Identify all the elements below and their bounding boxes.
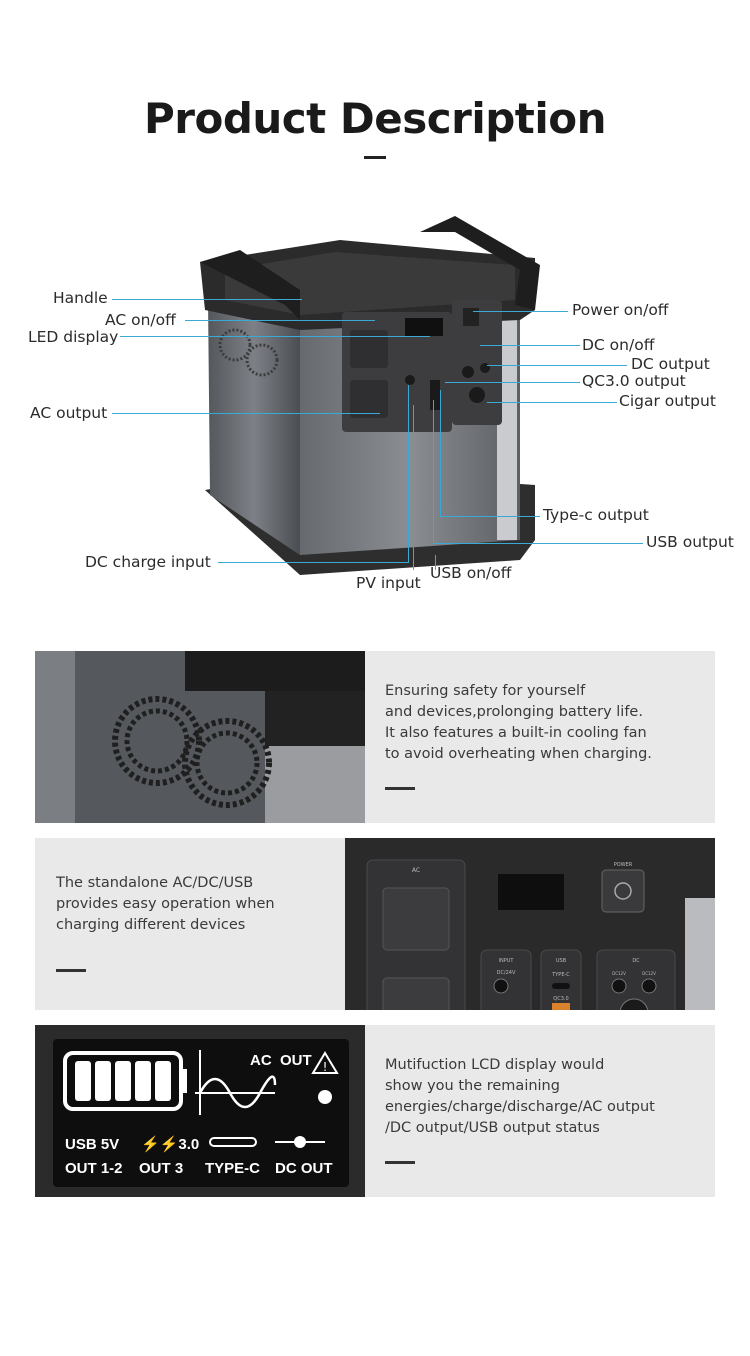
cigar-output-leader [487, 402, 617, 403]
page-title: Product Description [143, 94, 607, 143]
lcd-display-photo: ! AC OUT USB 5V OUT 1-2 ⚡⚡3.0 OUT 3 TYPE… [35, 1025, 365, 1197]
panel-label-ac: AC [412, 867, 420, 874]
feature-text-cooling: Ensuring safety for yourself and devices… [385, 681, 652, 765]
callout-dc-output: DC output [631, 355, 710, 373]
ac-onoff-leader [185, 320, 375, 321]
dc-charge-leader-v [408, 385, 409, 563]
feature-panel-cooling: Ensuring safety for yourself and devices… [35, 651, 715, 823]
panel-label-dc12v-b: DC12V [642, 971, 656, 976]
dc-onoff-leader [480, 345, 580, 346]
callout-dc-onoff: DC on/off [582, 336, 655, 354]
feature-line: Ensuring safety for yourself [385, 683, 586, 699]
callout-usb-output: USB output [646, 533, 734, 551]
pv-input-leader [413, 405, 414, 570]
feature-line: show you the remaining [385, 1078, 560, 1094]
product-diagram: Handle AC on/off LED display AC output P… [0, 200, 750, 600]
feature-line: to avoid overheating when charging. [385, 746, 652, 762]
lcd-dcout: DC OUT [275, 1160, 333, 1177]
feature-line: It also features a built-in cooling fan [385, 725, 647, 741]
usb-output-leader-v [433, 400, 434, 543]
feature-line: provides easy operation when [56, 896, 275, 912]
typec-output-leader-v [440, 390, 441, 516]
feature-dash [385, 1161, 415, 1164]
lcd-usb5v: USB 5V [65, 1136, 119, 1153]
feature-text-outputs: The standalone AC/DC/USB provides easy o… [56, 873, 275, 936]
callout-qc30-output: QC3.0 output [582, 372, 686, 390]
svg-text:!: ! [323, 1060, 328, 1074]
feature-dash [385, 787, 415, 790]
callout-pv-input: PV input [356, 574, 421, 592]
feature-line: Mutifuction LCD display would [385, 1057, 605, 1073]
lcd-out: OUT [280, 1052, 312, 1069]
callout-typec-output: Type-c output [543, 506, 649, 524]
front-panel-photo: AC POWER INPUT DC/24V USB TYPE-C QC3.0 D… [345, 838, 715, 1010]
lcd-ac: AC [250, 1052, 272, 1069]
lcd-out3: OUT 3 [139, 1160, 183, 1177]
lcd-qc: ⚡⚡3.0 [141, 1135, 199, 1153]
callout-led-display: LED display [28, 328, 119, 346]
feature-line: charging different devices [56, 917, 246, 933]
power-station-illustration [200, 216, 540, 575]
callout-ac-output: AC output [30, 404, 108, 422]
panel-label-dc24v: DC/24V [497, 970, 516, 976]
ac-output-leader [112, 413, 380, 414]
panel-label-qc: QC3.0 [553, 996, 568, 1002]
feature-line: /DC output/USB output status [385, 1120, 600, 1136]
led-display-leader [120, 336, 430, 337]
feature-line: and devices,prolonging battery life. [385, 704, 643, 720]
feature-line: energies/charge/discharge/AC output [385, 1099, 655, 1115]
lcd-typec: TYPE-C [205, 1160, 260, 1177]
feature-panel-outputs: The standalone AC/DC/USB provides easy o… [35, 838, 715, 1010]
feature-panel-lcd: ! AC OUT USB 5V OUT 1-2 ⚡⚡3.0 OUT 3 TYPE… [35, 1025, 715, 1197]
callout-handle: Handle [53, 289, 108, 307]
feature-dash [56, 969, 86, 972]
callout-usb-onoff: USB on/off [430, 564, 512, 582]
qc30-output-leader [445, 382, 580, 383]
panel-label-typec: TYPE-C [551, 972, 570, 978]
panel-label-dc: DC [632, 958, 640, 964]
panel-label-input: INPUT [499, 958, 515, 964]
dc-charge-leader-h [218, 562, 409, 563]
panel-label-dc12v-a: DC12V [612, 971, 626, 976]
dc-output-leader [487, 365, 627, 366]
typec-output-leader-h [440, 516, 540, 517]
title-underline [364, 156, 386, 159]
usb-output-leader-h [433, 543, 643, 544]
callout-power-onoff: Power on/off [572, 301, 669, 319]
usb-onoff-leader [435, 555, 436, 570]
lcd-out12: OUT 1-2 [65, 1160, 123, 1177]
feature-line: The standalone AC/DC/USB [56, 875, 254, 891]
handle-leader [112, 299, 302, 300]
power-onoff-leader [473, 311, 568, 312]
callout-ac-onoff: AC on/off [105, 311, 176, 329]
callout-cigar-output: Cigar output [619, 392, 716, 410]
panel-label-power: POWER [614, 862, 633, 868]
panel-label-usb: USB [556, 958, 567, 964]
callout-dc-charge-input: DC charge input [85, 553, 211, 571]
cooling-fan-photo [35, 651, 365, 823]
feature-text-lcd: Mutifuction LCD display would show you t… [385, 1055, 655, 1139]
